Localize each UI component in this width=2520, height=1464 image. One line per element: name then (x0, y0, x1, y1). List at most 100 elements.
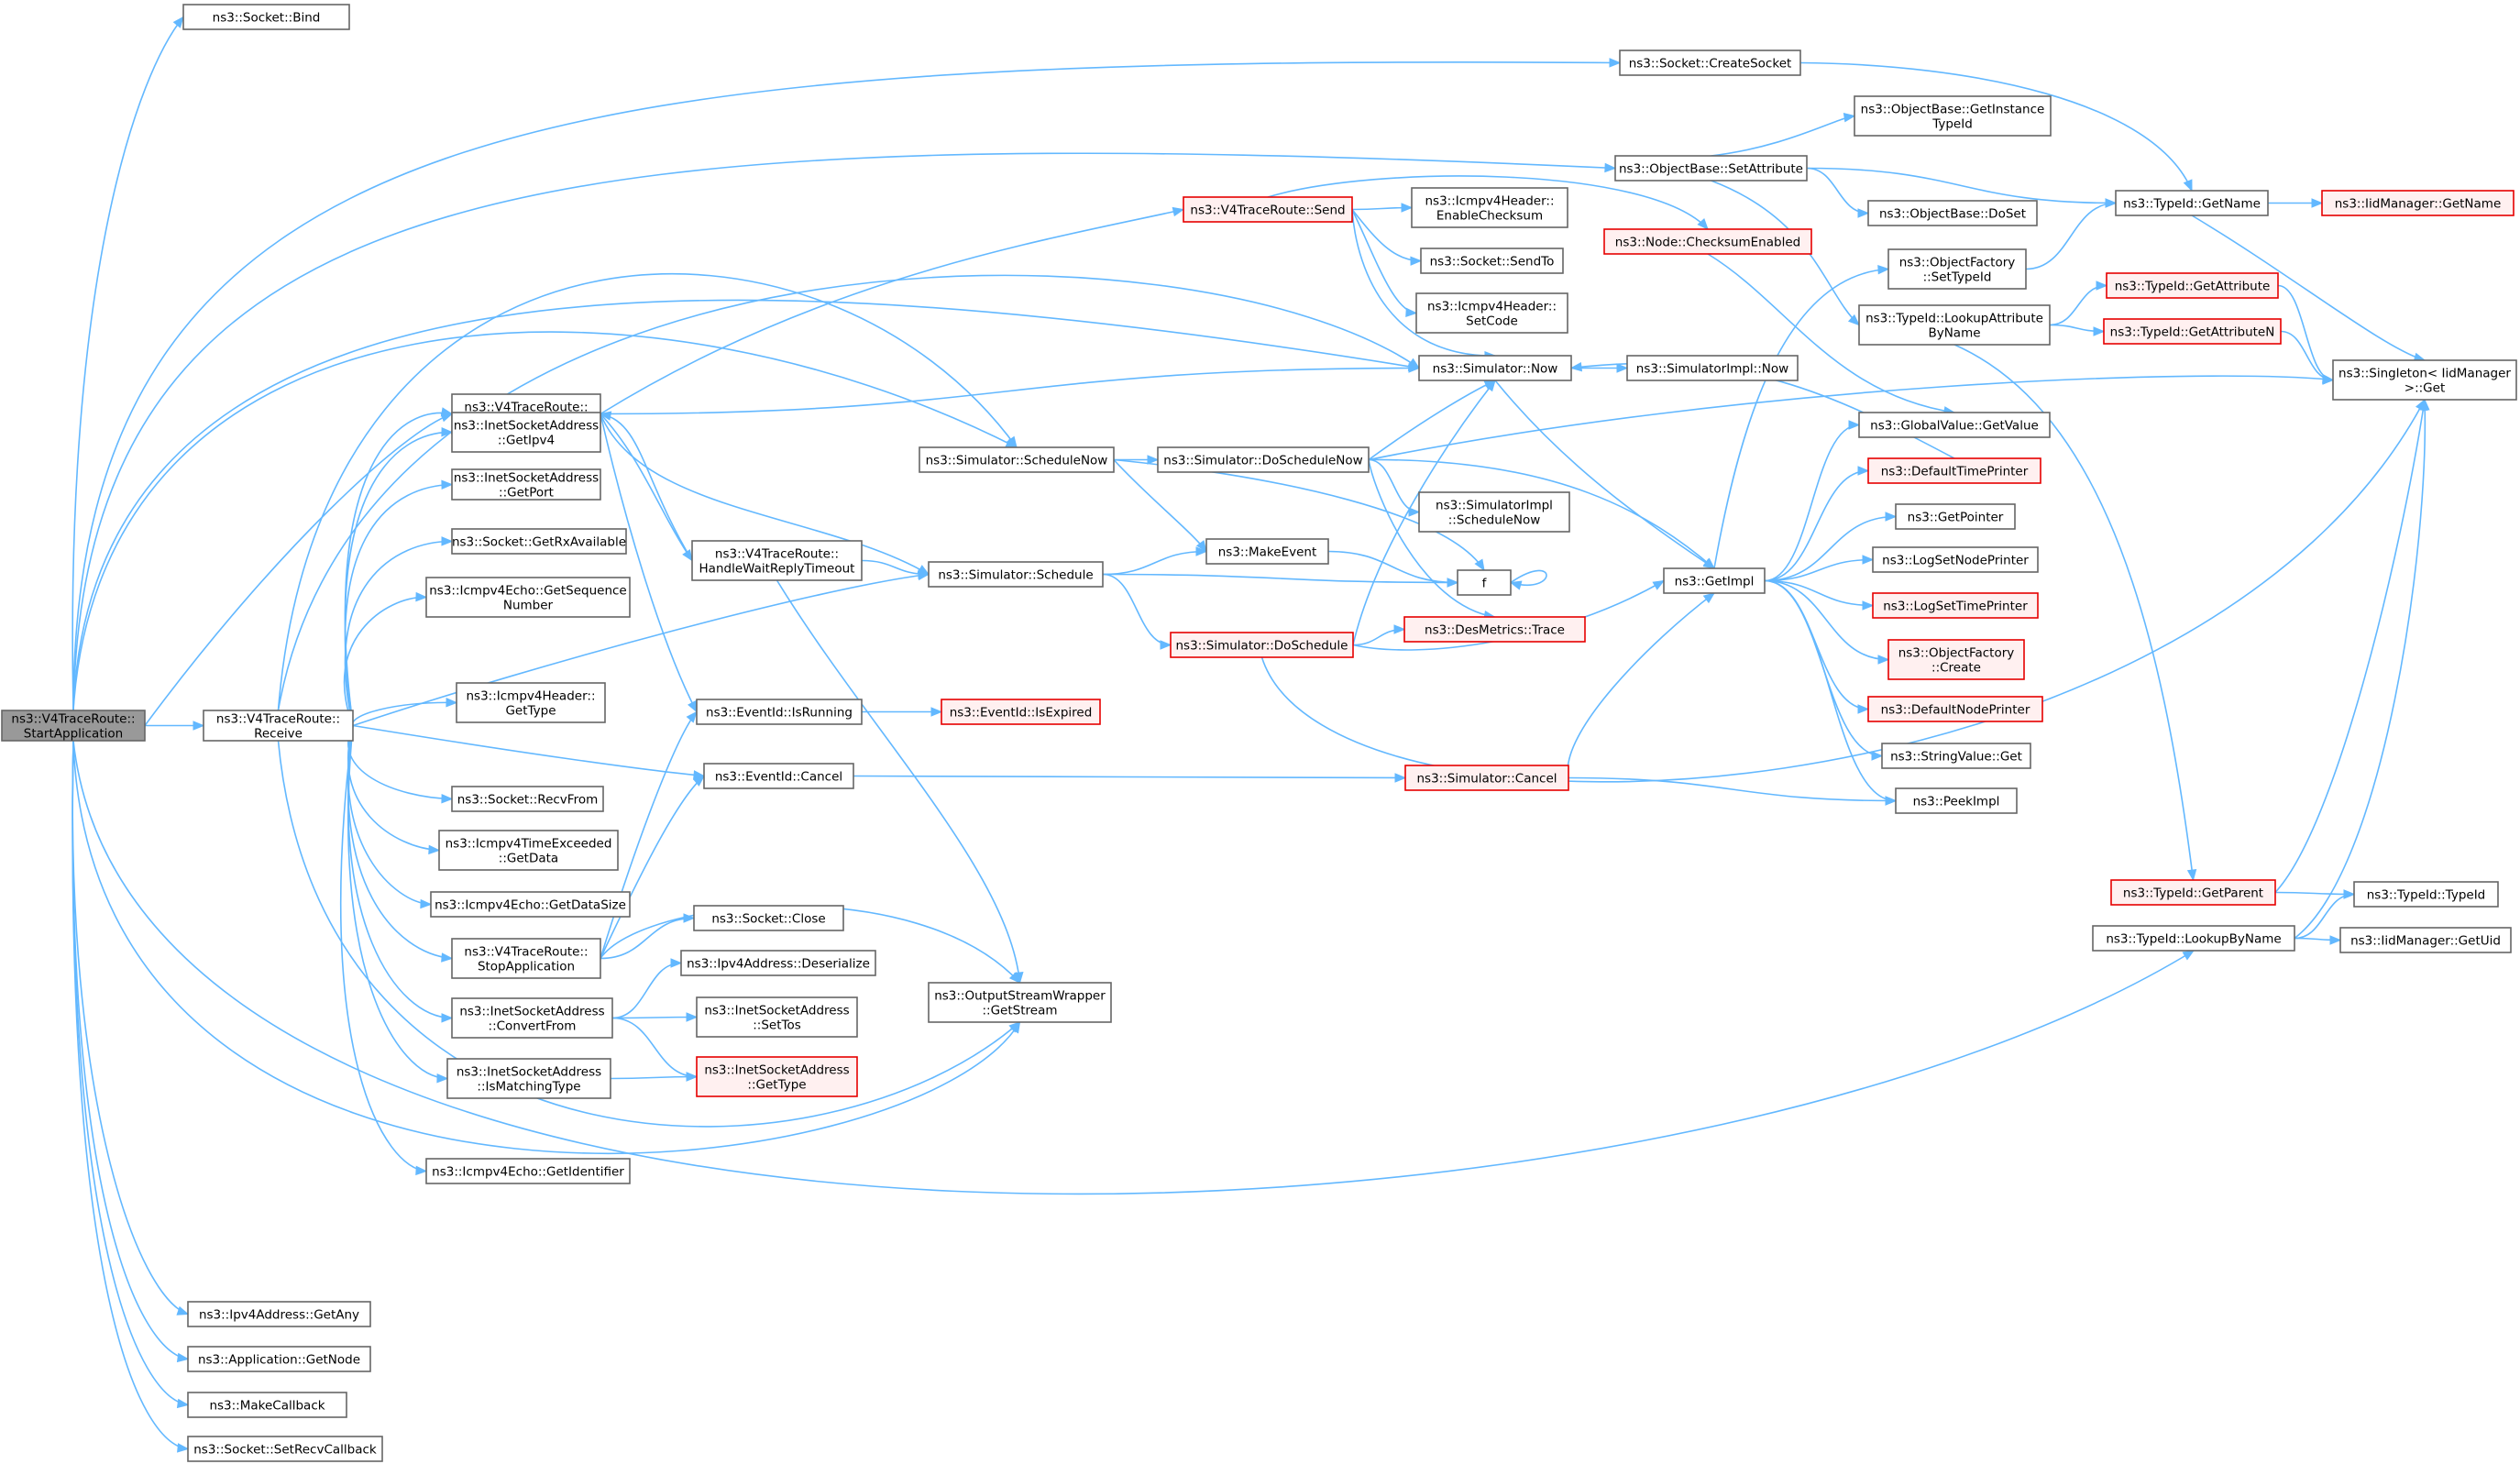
call-edge-arrowhead (1484, 379, 1496, 392)
node-makeevent[interactable]: ns3::MakeEvent (1205, 538, 1329, 565)
call-edge-arrowhead (1862, 600, 1875, 611)
node-getnode[interactable]: ns3::Application::GetNode (187, 1346, 371, 1372)
node-bind[interactable]: ns3::Socket::Bind (182, 4, 350, 30)
node-close[interactable]: ns3::Socket::Close (693, 905, 844, 931)
node-label: ns3::StringValue::Get (1890, 750, 2022, 765)
call-edge-arrowhead (2322, 375, 2335, 385)
node-globalget[interactable]: ns3::GlobalValue::GetValue (1858, 412, 2051, 438)
node-getuid[interactable]: ns3::IidManager::GetUid (2339, 927, 2512, 953)
call-edge (277, 272, 1018, 711)
node-te_getdata[interactable]: ns3::Icmpv4TimeExceeded::GetData (438, 830, 619, 871)
node-defnodeprinter[interactable]: ns3::DefaultNodePrinter (1867, 696, 2043, 722)
node-label: ns3::TypeId::LookupByName (2106, 932, 2281, 947)
call-edge (352, 573, 930, 727)
node-checksumenabled[interactable]: ns3::Node::ChecksumEnabled (1603, 228, 1812, 255)
node-lognodeprinter[interactable]: ns3::LogSetNodePrinter (1872, 546, 2039, 573)
node-setattribute[interactable]: ns3::ObjectBase::SetAttribute (1614, 155, 1808, 182)
node-getident[interactable]: ns3::Icmpv4Echo::GetIdentifier (425, 1158, 631, 1184)
node-schedulenow[interactable]: ns3::Simulator::ScheduleNow (919, 446, 1115, 473)
node-f[interactable]: f (1457, 569, 1512, 596)
node-box (2353, 881, 2499, 908)
node-getipv4[interactable]: ns3::InetSocketAddress::GetIpv4 (451, 412, 601, 453)
node-isexpired[interactable]: ns3::EventId::IsExpired (941, 699, 1101, 725)
node-stringget[interactable]: ns3::StringValue::Get (1881, 743, 2031, 769)
node-convertfrom[interactable]: ns3::InetSocketAddress::ConvertFrom (451, 997, 613, 1039)
node-box (1418, 355, 1572, 381)
call-edge (352, 701, 457, 726)
node-label: ns3::SimulatorImpl::Now (1636, 362, 1788, 377)
node-getparent[interactable]: ns3::TypeId::GetParent (2110, 879, 2276, 906)
node-gettype_icmp[interactable]: ns3::Icmpv4Header::GetType (456, 682, 606, 723)
node-getattributen[interactable]: ns3::TypeId::GetAttributeN (2103, 318, 2282, 345)
node-simimplnow[interactable]: ns3::SimulatorImpl::Now (1626, 355, 1799, 381)
node-stopapp[interactable]: ns3::V4TraceRoute::StopApplication (451, 938, 601, 979)
node-label: ns3::InetSocketAddress (454, 471, 599, 486)
node-logtimeprinter[interactable]: ns3::LogSetTimePrinter (1872, 592, 2039, 619)
node-hwrt[interactable]: ns3::V4TraceRoute::HandleWaitReplyTimeou… (691, 540, 863, 581)
call-edge (1707, 253, 1955, 413)
node-gettype_inet[interactable]: ns3::InetSocketAddress::GetType (696, 1056, 858, 1097)
node-typeid[interactable]: ns3::TypeId::TypeId (2353, 881, 2499, 908)
node-send[interactable]: ns3::V4TraceRoute::Send (1183, 196, 1353, 223)
node-ofcreate[interactable]: ns3::ObjectFactory::Create (1887, 639, 2025, 680)
node-now[interactable]: ns3::Simulator::Now (1418, 355, 1572, 381)
node-doset[interactable]: ns3::ObjectBase::DoSet (1867, 200, 2038, 226)
call-edge (1764, 515, 1897, 582)
call-edge-arrowhead (1857, 704, 1870, 714)
node-desmetrics[interactable]: ns3::DesMetrics::Trace (1403, 616, 1586, 643)
node-root[interactable]: ns3::V4TraceRoute::StartApplication (1, 710, 146, 742)
call-edge (1568, 776, 1897, 802)
node-getimpl[interactable]: ns3::GetImpl (1663, 567, 1766, 594)
node-simcancel[interactable]: ns3::Simulator::Cancel (1404, 765, 1569, 791)
node-getattribute[interactable]: ns3::TypeId::GetAttribute (2106, 272, 2279, 299)
node-box (919, 446, 1115, 473)
node-setTypeId[interactable]: ns3::ObjectFactory::SetTypeId (1887, 248, 2027, 290)
node-getpointer[interactable]: ns3::GetPointer (1895, 503, 2016, 530)
node-label: ns3::ObjectBase::DoSet (1879, 207, 2026, 222)
node-doschedule[interactable]: ns3::Simulator::DoSchedule (1170, 632, 1354, 658)
node-box (1858, 304, 2051, 346)
node-getdatasize[interactable]: ns3::Icmpv4Echo::GetDataSize (430, 891, 631, 918)
call-edge (1352, 380, 1496, 645)
node-makecallback[interactable]: ns3::MakeCallback (187, 1392, 347, 1418)
node-schedule[interactable]: ns3::Simulator::Schedule (928, 561, 1104, 588)
node-receive[interactable]: ns3::V4TraceRoute::Receive (203, 710, 354, 742)
node-deserialize[interactable]: ns3::Ipv4Address::Deserialize (680, 950, 876, 976)
node-box (1457, 569, 1512, 596)
node-getany[interactable]: ns3::Ipv4Address::GetAny (187, 1301, 371, 1327)
node-lookupbyname[interactable]: ns3::TypeId::LookupByName (2092, 925, 2295, 952)
node-isrunning[interactable]: ns3::EventId::IsRunning (696, 699, 863, 725)
node-settos[interactable]: ns3::InetSocketAddress::SetTos (696, 996, 858, 1038)
node-simimplschednow[interactable]: ns3::SimulatorImpl::ScheduleNow (1418, 491, 1570, 533)
call-edge (344, 540, 453, 726)
node-getrxavail[interactable]: ns3::Socket::GetRxAvailable (451, 528, 627, 555)
node-recvfrom[interactable]: ns3::Socket::RecvFrom (451, 786, 604, 812)
node-cancel[interactable]: ns3::EventId::Cancel (703, 763, 854, 789)
node-label: >::Get (2404, 381, 2445, 396)
node-box (696, 996, 858, 1038)
node-ismatching[interactable]: ns3::InetSocketAddress::IsMatchingType (446, 1058, 611, 1099)
node-label: ns3::Simulator::Cancel (1416, 772, 1557, 787)
node-getname[interactable]: ns3::TypeId::GetName (2115, 190, 2269, 216)
node-peekimpl[interactable]: ns3::PeekImpl (1895, 787, 2018, 814)
call-edge-arrowhead (1862, 555, 1875, 565)
node-setrecvcb[interactable]: ns3::Socket::SetRecvCallback (187, 1436, 383, 1462)
node-getstream[interactable]: ns3::OutputStreamWrapper::GetStream (928, 982, 1112, 1023)
node-singleton[interactable]: ns3::Singleton< IidManager >::Get (2332, 359, 2517, 401)
call-edge (2274, 399, 2426, 894)
node-setcode[interactable]: ns3::Icmpv4Header::SetCode (1415, 292, 1568, 334)
node-doschedulenow[interactable]: ns3::Simulator::DoScheduleNow (1157, 446, 1370, 473)
node-sendto[interactable]: ns3::Socket::SendTo (1420, 248, 1564, 274)
node-enablechecksum[interactable]: ns3::Icmpv4Header::EnableChecksum (1411, 187, 1568, 228)
node-iidgetname[interactable]: ns3::IidManager::GetName (2321, 190, 2514, 216)
call-edge-arrowhead (172, 16, 184, 28)
node-getport[interactable]: ns3::InetSocketAddress::GetPort (451, 468, 601, 501)
node-label: ns3::Socket::RecvFrom (457, 793, 599, 808)
node-createsocket[interactable]: ns3::Socket::CreateSocket (1619, 50, 1801, 76)
node-label: ns3::Simulator::DoSchedule (1176, 639, 1348, 654)
node-deftimeprinter[interactable]: ns3::DefaultTimePrinter (1867, 457, 2041, 484)
call-edge-arrowhead (2343, 889, 2356, 899)
